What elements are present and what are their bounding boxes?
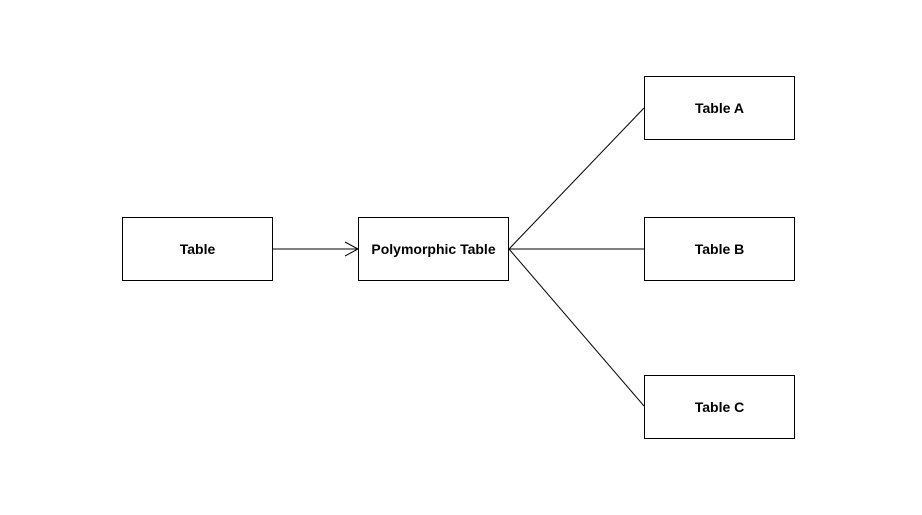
node-label: Table B	[694, 241, 745, 257]
edge-polymorphic-to-table-c	[508, 248, 645, 407]
node-polymorphic-table[interactable]: Polymorphic Table	[358, 217, 509, 281]
node-label: Table A	[694, 100, 744, 116]
node-table[interactable]: Table	[122, 217, 273, 281]
node-table-c[interactable]: Table C	[644, 375, 795, 439]
node-table-b[interactable]: Table B	[644, 217, 795, 281]
node-label: Table	[179, 241, 216, 257]
edge-polymorphic-to-table-a	[508, 107, 645, 250]
node-table-a[interactable]: Table A	[644, 76, 795, 140]
node-label: Polymorphic Table	[371, 241, 496, 257]
node-label: Table C	[694, 399, 745, 415]
